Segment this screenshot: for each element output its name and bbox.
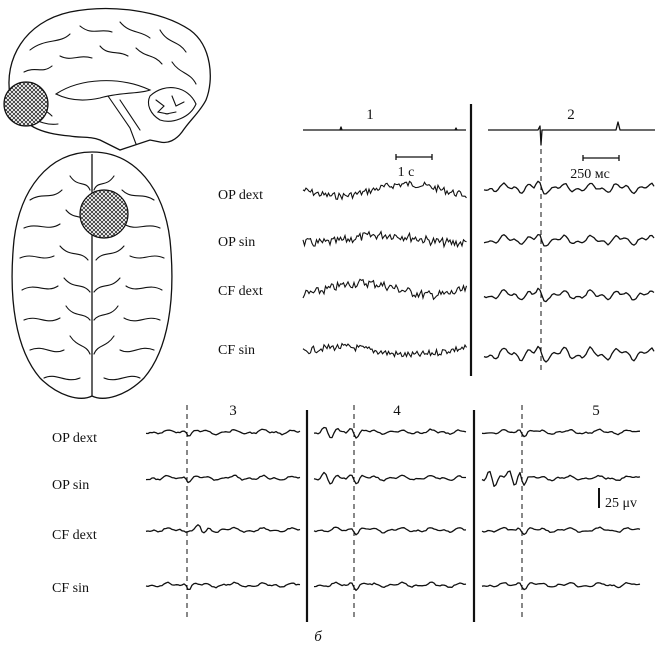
channel-label-cf-dext-bottom: CF dext	[52, 528, 97, 543]
trace-panel-2-op-sin	[483, 233, 655, 247]
trace-panel-5-op-sin	[481, 470, 641, 488]
trace-panel-5-op-dext	[481, 428, 641, 438]
trace-panel-2-cf-dext	[483, 287, 655, 303]
brain-sagittal-icon	[3, 7, 211, 151]
eeg-traces	[145, 121, 655, 592]
trace-panel-3-op-sin	[145, 474, 301, 484]
trace-panel-4-op-sin	[313, 471, 466, 485]
stimulus-line-1	[303, 126, 466, 131]
panel-label-1: 1	[366, 107, 374, 123]
trace-panel-2-op-dext	[483, 180, 655, 195]
trace-panel-3-op-dext	[145, 428, 301, 437]
channel-label-op-sin-top: OP sin	[218, 235, 255, 250]
panel-label-5: 5	[592, 403, 600, 419]
trace-panel-3-cf-dext	[145, 524, 301, 534]
trace-panel-1-cf-sin	[302, 342, 467, 359]
scale-label-1s: 1 с	[398, 165, 415, 180]
trace-panel-1-op-dext	[302, 180, 467, 201]
trace-panel-4-cf-sin	[313, 581, 467, 592]
scale-label-250ms: 250 мс	[570, 167, 610, 182]
stimulus-line-2	[488, 121, 655, 146]
trace-panel-2-cf-sin	[483, 345, 655, 363]
channel-label-op-dext-top: OP dext	[218, 188, 263, 203]
channel-label-cf-dext-top: CF dext	[218, 284, 263, 299]
trace-panel-5-cf-dext	[481, 526, 641, 536]
brain-top-icon	[11, 151, 173, 399]
channel-label-op-sin-bottom: OP sin	[52, 478, 89, 493]
figure-caption: б	[314, 629, 322, 645]
scale-bar-250ms	[582, 155, 620, 161]
channel-label-cf-sin-top: CF sin	[218, 343, 255, 358]
panel-label-2: 2	[567, 107, 575, 123]
panel-label-3: 3	[229, 403, 237, 419]
channel-label-cf-sin-bottom: CF sin	[52, 581, 89, 596]
panel-label-4: 4	[393, 403, 401, 419]
scale-bar-1s	[395, 154, 433, 160]
trace-panel-4-op-dext	[313, 426, 467, 439]
trace-panel-3-cf-sin	[145, 581, 301, 591]
scale-label-amplitude: 25 μv	[605, 496, 637, 511]
trace-panel-1-cf-dext	[302, 278, 468, 301]
trace-panel-1-op-sin	[302, 230, 467, 249]
channel-label-op-dext-bottom: OP dext	[52, 431, 97, 446]
trace-panel-5-cf-sin	[481, 581, 641, 591]
trace-panel-4-cf-dext	[313, 526, 467, 536]
